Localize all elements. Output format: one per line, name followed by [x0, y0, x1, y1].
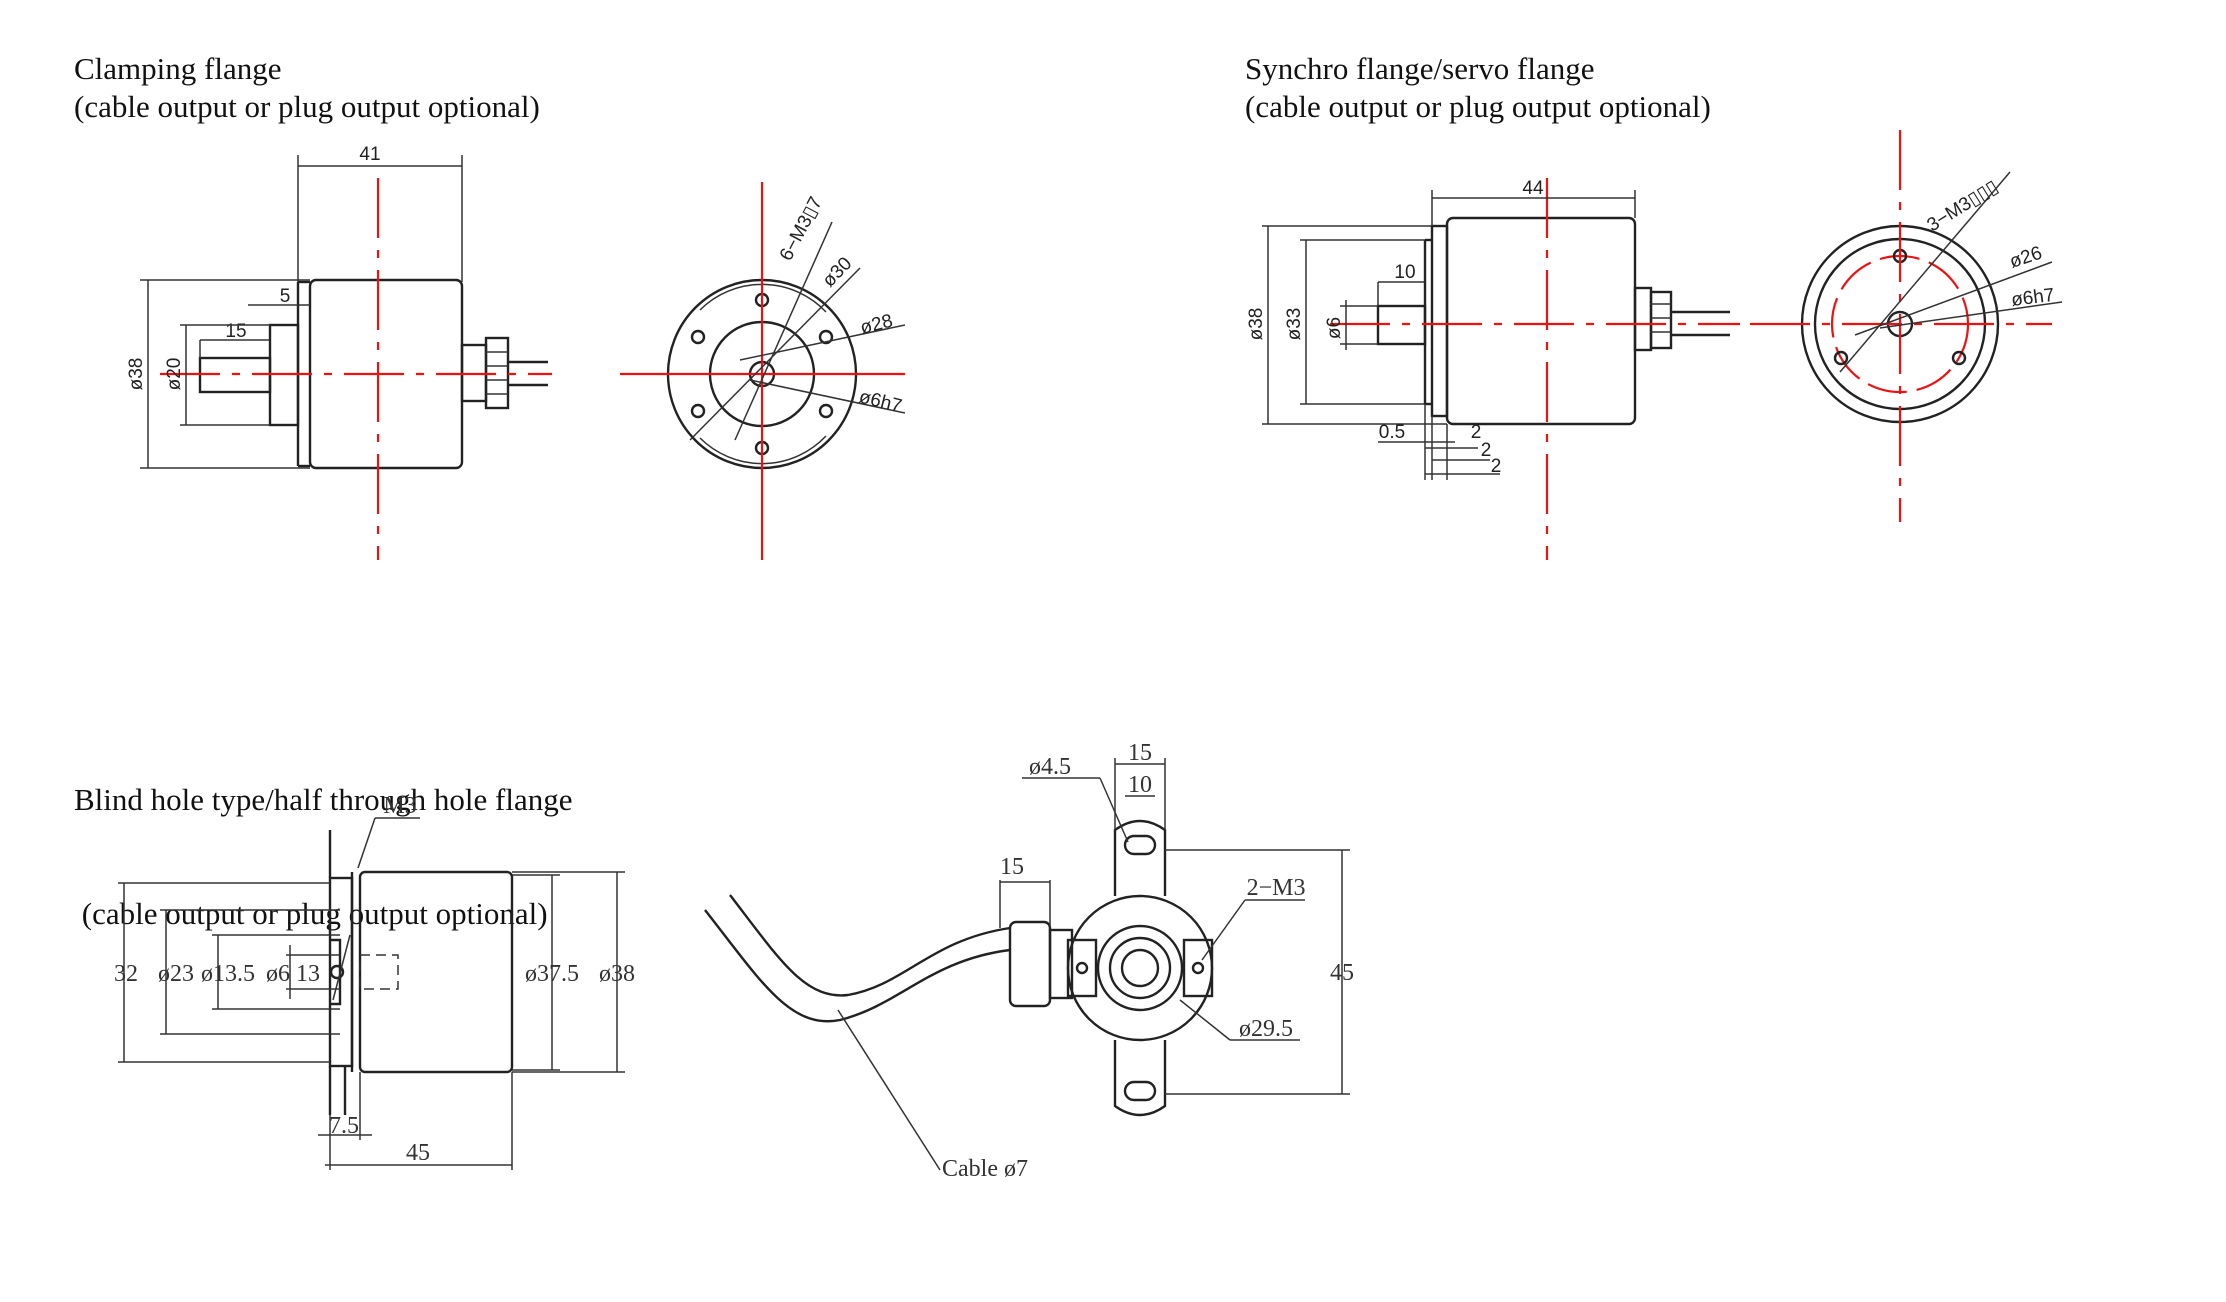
dim-44: 44 — [1522, 178, 1544, 199]
blind-cable-upper — [729, 894, 1011, 997]
blind-title: Blind hole type/half through hole flange… — [74, 705, 572, 1009]
blind-gland — [1008, 920, 1052, 1008]
blind-outer-circle — [1066, 894, 1214, 1042]
blind-inner-circle — [1108, 936, 1172, 1000]
clamping-side-view: 41 5 15 ø38 ø20 — [126, 144, 552, 560]
blind-cable-lower — [704, 909, 1011, 1023]
leader-3-m3 — [1839, 171, 2011, 373]
blind-hidden-bore — [359, 954, 399, 990]
synchro-gland-nut — [1649, 290, 1673, 350]
dim-dia-6-blind: ø6 — [266, 961, 290, 987]
dim-dia-37-5: ø37.5 — [525, 961, 579, 987]
synchro-body — [1445, 216, 1637, 426]
dim-15-side: 15 — [1000, 854, 1024, 880]
dim-dia-6-synchro: ø6 — [1324, 317, 1345, 339]
dim-32: 32 — [114, 961, 138, 987]
leader-holes — [734, 221, 833, 441]
dim-dia-29-5: ø29.5 — [1239, 1016, 1293, 1042]
dim-2c: 2 — [1491, 456, 1502, 477]
clamping-front-view: 6−M3▯7 ø30 ø28 ø6h7 — [620, 182, 906, 560]
blind-slot-left — [1066, 938, 1098, 998]
dim-15-top: 15 — [1128, 740, 1152, 766]
dim-2b: 2 — [1481, 440, 1492, 461]
blind-m3-hole-left — [1075, 961, 1089, 975]
dim-dia-33: ø33 — [1284, 308, 1305, 341]
blind-title-line1: Blind hole type/half through hole flange — [74, 782, 573, 817]
dim-dia-20: ø20 — [164, 358, 185, 391]
dim-dia-23: ø23 — [158, 961, 194, 987]
synchro-front-view: 3−M3▯▯▯ ø26 ø6h7 — [1750, 130, 2063, 522]
label-m3: M3 — [383, 793, 416, 819]
dim-dia-38-synchro: ø38 — [1246, 308, 1267, 341]
dim-dia-28: ø28 — [858, 311, 895, 339]
synchro-title: Synchro flange/servo flange (cable outpu… — [1245, 50, 1711, 126]
synchro-gland — [1633, 286, 1653, 352]
dim-10: 10 — [1394, 262, 1415, 283]
dim-dia-26: ø26 — [2007, 243, 2045, 273]
blind-m3-hole-right — [1191, 961, 1205, 975]
blind-body — [358, 870, 514, 1074]
blind-gland-nut — [1048, 928, 1074, 1000]
clamping-hole-5 — [690, 403, 706, 419]
leader-d26 — [1854, 261, 2053, 336]
leader-2-m3 — [1201, 899, 1246, 961]
leader-d6h7-synchro — [1879, 301, 2063, 329]
dim-45-blind: 45 — [406, 1140, 430, 1166]
leader-m3 — [357, 817, 376, 869]
dim-6-m3: 6−M3▯7 — [776, 193, 827, 264]
blind-tab-top-slot — [1123, 834, 1157, 856]
dim-41: 41 — [359, 144, 380, 165]
synchro-side-view: 44 10 ø38 ø33 ø6 — [1246, 178, 1740, 560]
dim-10-blind: 10 — [1128, 772, 1152, 798]
blind-tab-bottom-slot — [1123, 1080, 1157, 1102]
clamping-title-line1: Clamping flange — [74, 51, 282, 86]
blind-tab-top — [1113, 819, 1167, 896]
dim-2a: 2 — [1471, 422, 1482, 443]
leader-d28 — [739, 324, 906, 361]
label-2-m3: 2−M3 — [1247, 875, 1306, 901]
clamping-hole-3 — [818, 403, 834, 419]
leader-d30 — [689, 267, 861, 441]
leader-d295 — [1179, 999, 1231, 1041]
blind-side-view: M3 32 ø23 ø13.5 ø6 13 ø3 — [114, 793, 635, 1170]
clamping-title-line2: (cable output or plug output optional) — [74, 89, 540, 124]
dim-dia-13-5: ø13.5 — [201, 961, 255, 987]
dim-15: 15 — [225, 321, 246, 342]
dim-dia-6h7: ø6h7 — [857, 386, 904, 417]
synchro-hole-2 — [1833, 350, 1849, 366]
blind-setscrew — [329, 964, 345, 980]
clamping-bolt-arc2 — [699, 435, 827, 465]
dim-dia-4-5: ø4.5 — [1029, 754, 1071, 780]
clamping-hole-6 — [690, 329, 706, 345]
blind-setscrew-line — [332, 934, 351, 1001]
clamping-hole-2 — [818, 329, 834, 345]
leader-d6h7 — [749, 379, 906, 414]
dim-45-side: 45 — [1330, 960, 1354, 986]
dim-0-5: 0.5 — [1379, 422, 1405, 443]
label-cable: Cable ø7 — [942, 1156, 1028, 1182]
blind-front-view: 15 10 ø4.5 15 2−M3 45 ø29.5 Cabl — [704, 740, 1354, 1182]
blind-bore-circle — [1120, 948, 1160, 988]
dim-7-5: 7.5 — [329, 1113, 359, 1139]
blind-mid-circle — [1096, 924, 1184, 1012]
leader-cable — [837, 1009, 941, 1171]
dim-dia-38-blind: ø38 — [599, 961, 635, 987]
clamping-title: Clamping flange (cable output or plug ou… — [74, 50, 540, 126]
synchro-hole-3 — [1951, 350, 1967, 366]
blind-title-line2: (cable output or plug output optional) — [74, 896, 548, 931]
dim-5: 5 — [280, 286, 291, 307]
leader-d45 — [1099, 777, 1129, 843]
dim-13: 13 — [296, 961, 320, 987]
synchro-flange-ring — [1430, 224, 1449, 418]
synchro-title-line1: Synchro flange/servo flange — [1245, 51, 1595, 86]
dim-dia-38: ø38 — [126, 358, 147, 391]
synchro-title-line2: (cable output or plug output optional) — [1245, 89, 1711, 124]
blind-slot-right — [1182, 938, 1214, 998]
dim-dia-30: ø30 — [818, 253, 856, 291]
blind-tab-bottom — [1113, 1040, 1167, 1117]
dim-dia-6h7-synchro: ø6h7 — [2010, 285, 2056, 311]
clamping-bolt-arc1 — [699, 283, 827, 313]
